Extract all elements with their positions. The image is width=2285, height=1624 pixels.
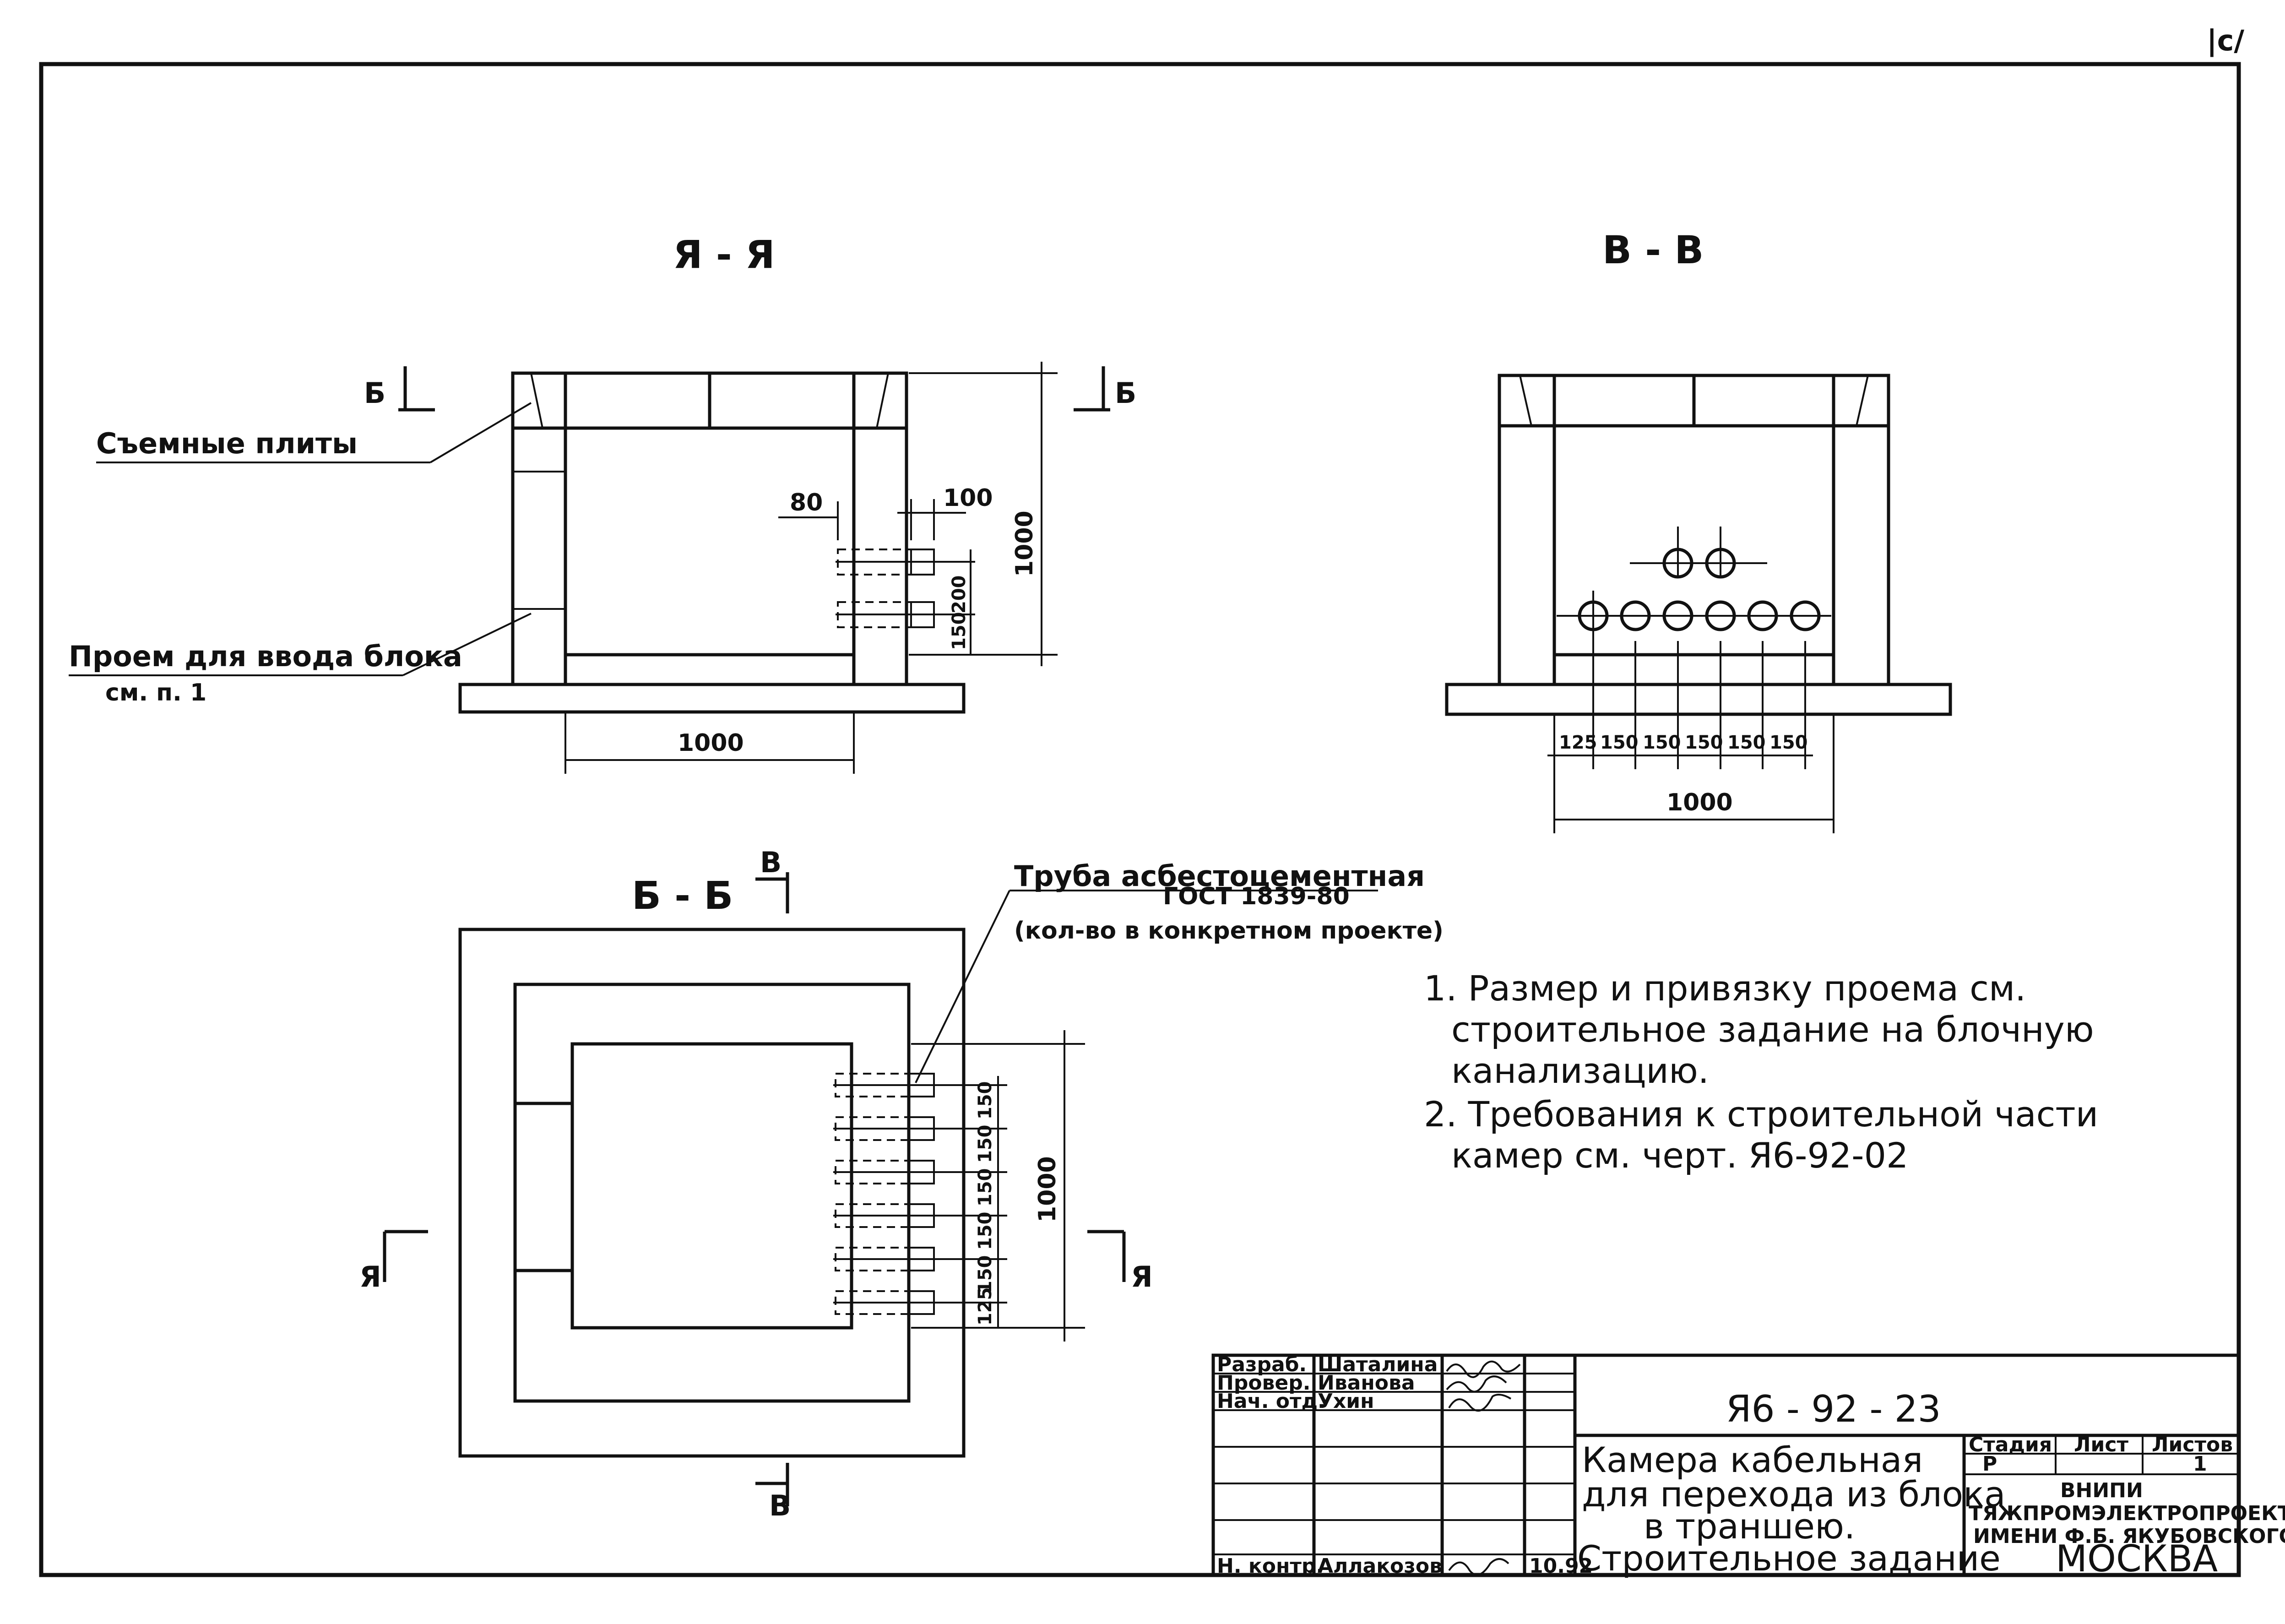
tb-role-1: Провер. <box>1217 1371 1310 1395</box>
sheet-frame <box>39 62 2241 1577</box>
tb-doc-code: Я6 - 92 - 23 <box>1726 1388 1941 1430</box>
tb-signature-0 <box>1446 1360 1521 1378</box>
vv-dim-spacing-4: 150 <box>1727 732 1766 753</box>
bb-dim-spacing-0: 125 <box>975 1287 996 1326</box>
label-pipe: Труба асбестоцементная <box>1014 859 1425 893</box>
bb-dim-spacing-3: 150 <box>975 1168 996 1207</box>
note-line-3: 2. Требования к строительной части <box>1424 1094 2098 1135</box>
aa-cut-mark-right: Б <box>1074 366 1136 412</box>
view-vv: В - В <box>1445 228 1952 833</box>
tb-role-0: Разраб. <box>1217 1353 1307 1376</box>
label-pipe-qty: (кол-во в конкретном проекте) <box>1014 917 1444 945</box>
tb-name-line-1: для перехода из блока <box>1582 1474 2006 1515</box>
tb-name-0: Шаталина <box>1318 1353 1438 1376</box>
svg-text:Я: Я <box>359 1260 381 1293</box>
vv-dim-spacing-1: 150 <box>1600 732 1639 753</box>
tb-signature-5 <box>1448 1558 1509 1576</box>
tb-sheets-header: Листов <box>2152 1433 2233 1456</box>
note-line-2: канализацию. <box>1451 1050 1709 1091</box>
tb-stage-header: Стадия <box>1969 1433 2052 1456</box>
vv-dim-width: 1000 <box>1666 789 1733 816</box>
label-pipe-gost: ГОСТ 1839-80 <box>1163 883 1350 910</box>
aa-dim-100: 100 <box>943 484 993 512</box>
bb-wall-inner <box>570 1042 853 1330</box>
tb-name-5: Аллакозов <box>1318 1554 1442 1578</box>
bb-dim-spacing-4: 150 <box>975 1125 996 1163</box>
tb-name-line-3: Строительное задание <box>1577 1538 2001 1579</box>
label-opening-ref: см. п. 1 <box>105 679 206 706</box>
bb-outer-base <box>458 928 966 1458</box>
tb-name-2: Ухин <box>1318 1390 1374 1413</box>
view-bb-title: Б - Б <box>632 873 733 918</box>
label-opening: Проем для ввода блока <box>69 640 462 673</box>
view-vv-title: В - В <box>1602 228 1704 272</box>
svg-text:Я: Я <box>1131 1260 1153 1293</box>
tb-sheets: 1 <box>2193 1452 2207 1476</box>
vv-pipe-circles <box>1557 527 1831 769</box>
tb-name-line-2: в траншею. <box>1644 1506 1855 1547</box>
vv-left-wall <box>1498 374 1556 686</box>
view-aa-title: Я - Я <box>673 232 775 277</box>
bb-cut-mark-right: Я <box>1087 1230 1153 1293</box>
tb-org-2: ИМЕНИ Ф.Б. ЯКУБОВСКОГО <box>1973 1525 2285 1548</box>
bb-wall-outer <box>513 983 911 1403</box>
bb-cut-mark-top: В <box>755 846 789 913</box>
bb-cut-mark-left: Я <box>359 1230 428 1293</box>
corner-mark: |c/ <box>2207 24 2244 58</box>
tb-name-line-0: Камера кабельная <box>1582 1439 1923 1480</box>
vv-dim-spacing-5: 150 <box>1769 732 1808 753</box>
tb-org-1: ТЯЖПРОМЭЛЕКТРОПРОЕКТ <box>1969 1502 2285 1525</box>
aa-right-wall <box>852 371 908 686</box>
bb-dim-spacing-2: 150 <box>975 1212 996 1250</box>
tb-role-5: Н. контр. <box>1217 1554 1324 1578</box>
vv-dim-spacing-3: 150 <box>1685 732 1723 753</box>
tb-role-2: Нач. отд. <box>1217 1390 1325 1413</box>
tb-org-0: ВНИПИ <box>2060 1479 2143 1502</box>
note-line-0: 1. Размер и привязку проема см. <box>1424 968 2026 1009</box>
tb-date: 10.92 <box>1529 1554 1593 1578</box>
svg-text:В: В <box>760 846 782 879</box>
tb-signature-2 <box>1448 1394 1512 1412</box>
title-block: Разраб. Шаталина Провер. Иванова Нач. от… <box>1211 1353 2285 1580</box>
vv-dim-spacing-2: 150 <box>1643 732 1681 753</box>
vv-right-wall <box>1832 374 1890 686</box>
view-aa: Я - Я 1000 1000 <box>69 232 1136 774</box>
aa-dim-150: 150 <box>949 612 970 651</box>
tb-org-3: МОСКВА <box>2056 1537 2218 1580</box>
tb-name-1: Иванова <box>1318 1371 1415 1395</box>
aa-cut-mark-left: Б <box>364 366 435 412</box>
bb-dim-height: 1000 <box>1034 1156 1061 1222</box>
tb-stage: Р <box>1982 1452 1997 1476</box>
bb-dim-spacing-5: 150 <box>975 1081 996 1120</box>
aa-base-slab <box>458 683 966 714</box>
vv-base-slab <box>1445 683 1952 716</box>
svg-text:Б: Б <box>1115 376 1136 410</box>
aa-dim-width: 1000 <box>678 729 744 757</box>
aa-left-wall <box>511 371 567 686</box>
tb-signature-1 <box>1446 1375 1507 1393</box>
svg-text:В: В <box>769 1489 791 1522</box>
view-bb: Б - Б 125 150 <box>359 846 1444 1522</box>
aa-dim-200: 200 <box>949 576 970 614</box>
aa-dim-height: 1000 <box>1011 511 1038 577</box>
bb-cut-mark-bottom: В <box>755 1463 791 1522</box>
vv-dim-spacing-0: 125 <box>1559 732 1597 753</box>
bb-pipes <box>833 1073 1007 1315</box>
tb-sheet-header: Лист <box>2074 1433 2128 1456</box>
label-removable-slabs: Съемные плиты <box>96 427 358 460</box>
bb-dim-spacing-1: 150 <box>975 1255 996 1294</box>
note-line-1: строительное задание на блочную <box>1451 1009 2094 1050</box>
aa-pipes <box>836 549 975 628</box>
note-line-4: камер см. черт. Я6-92-02 <box>1451 1135 1908 1176</box>
svg-text:Б: Б <box>364 376 385 410</box>
aa-dim-80: 80 <box>790 489 823 516</box>
notes: 1. Размер и привязку проема см. строител… <box>1424 968 2098 1176</box>
